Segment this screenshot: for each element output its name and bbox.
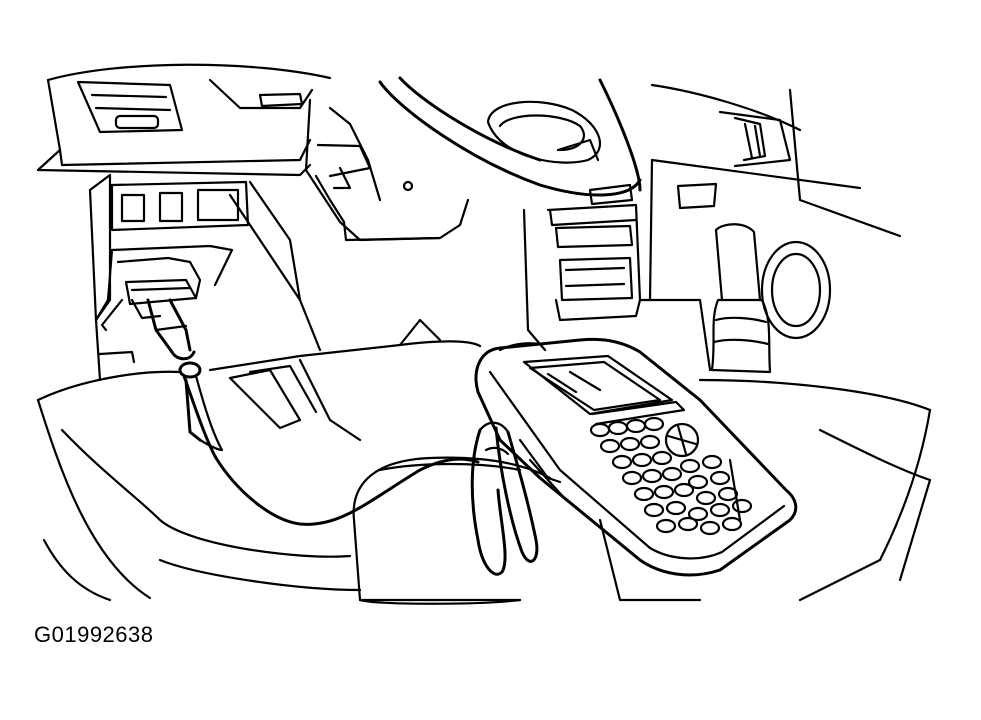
switch-panel: [110, 180, 250, 232]
scan-tool: [474, 337, 798, 577]
steering-wheel: [378, 76, 642, 197]
left-air-vent: [76, 80, 184, 134]
center-console: [522, 183, 642, 352]
diagnostic-cable: [182, 374, 480, 526]
figure-id-label: G01992638: [34, 622, 154, 647]
lower-dash-panel: [88, 173, 322, 382]
carry-strap: [470, 421, 539, 576]
steering-column: [208, 78, 470, 242]
passenger-dashboard: [638, 83, 902, 372]
floor-and-seats: [36, 318, 932, 602]
center-armrest: [352, 456, 702, 605]
dlc-connector: [98, 256, 202, 379]
gear-shifter: [710, 223, 832, 374]
